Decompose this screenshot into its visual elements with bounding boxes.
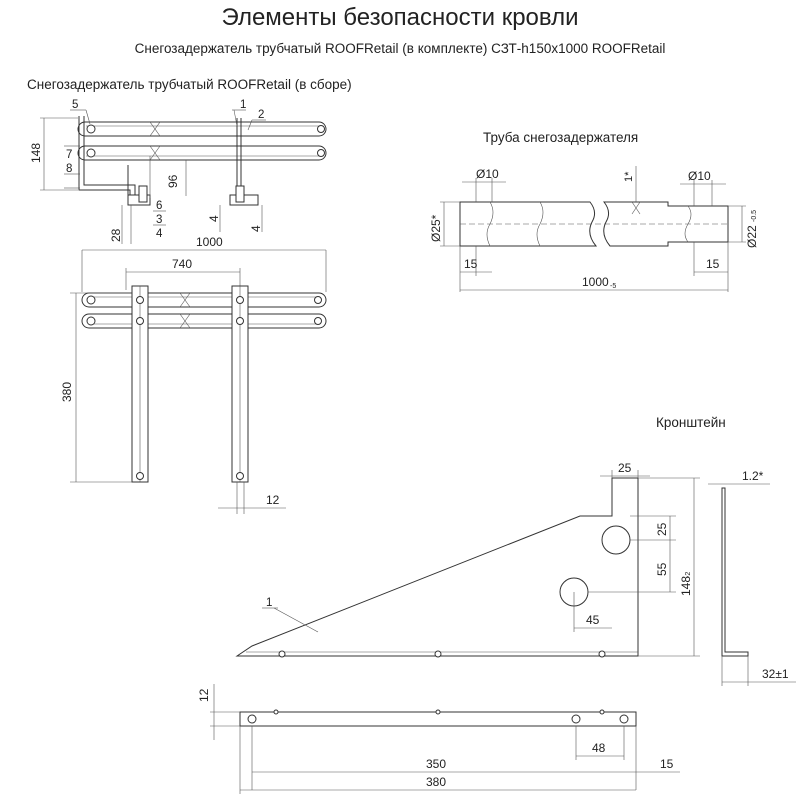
dim-label: 1.2* [742,469,764,483]
dim-label: 380 [60,382,74,402]
pipe-drawing: Ø10 Ø10 1* Ø25* Ø22 -0.5 15 15 1000 -5 [429,166,759,292]
callout-label: 8 [66,163,72,175]
callout-label: 5 [72,99,78,111]
dim-label: 48 [592,741,606,755]
dim-label: 15 [706,257,720,271]
assembly-top-view: 1000 740 380 12 [60,235,327,514]
bracket-plate [235,477,639,657]
callout-label: 6 [156,200,162,212]
top-pipe-lower [81,313,327,329]
dim-label: 350 [426,757,446,771]
dim-label: Ø25* [429,214,443,242]
section-title-assembly: Снегозадержатель трубчатый ROOFRetail (в… [27,77,352,92]
callout-label: 7 [66,149,72,161]
dim-tolerance: -2 [685,572,692,578]
bracket-side-profile [721,487,749,657]
dim-label: 25 [655,522,669,536]
dim-label: 148 [679,576,693,596]
dim-label: 55 [655,562,669,576]
dim-label: 4 [249,225,263,232]
dim-label: 12 [266,493,280,507]
bracket-drawing: 1 25 25 55 148 -2 45 1.2* 32±1 [197,461,796,794]
dim-label: 15 [464,257,478,271]
dim-label: 1* [623,171,635,182]
dim-tolerance: -0.5 [751,210,758,222]
dim-label: 32±1 [762,667,789,681]
section-title-bracket: Кронштейн [656,415,726,430]
bracket-hole-upper [601,525,631,555]
dim-label: 15 [660,757,674,771]
side-pipe-upper [77,121,327,137]
bolt-head [86,148,96,158]
pipe-body-right [602,201,729,247]
callout-label: 2 [258,109,264,121]
dim-label: 25 [618,461,632,475]
side-pipe-lower [77,145,327,161]
dim-label: Ø22 [745,225,759,248]
dim-label: 12 [197,688,211,702]
dim-label: 380 [426,775,446,789]
callout-label: 1 [266,597,272,609]
dim-tolerance: -5 [610,283,616,290]
dim-label: 148 [29,143,43,163]
callout-label: 3 [156,214,162,226]
callout-label: 1 [240,99,246,111]
dim-label: 740 [172,257,192,271]
dim-label: Ø10 [476,167,499,181]
page-subtitle: Снегозадержатель трубчатый ROOFRetail (в… [134,41,666,56]
top-pipe-upper [81,292,327,308]
assembly-side-view: 148 96 28 4 4 5 1 2 7 8 6 3 4 [29,99,327,244]
dim-label: 28 [109,228,123,242]
bolt-head [86,124,96,134]
dim-label: 1000 [196,235,223,249]
section-title-pipe: Труба снегозадержателя [483,130,639,145]
dim-label: 1000 [582,275,609,289]
dim-label: Ø10 [688,169,711,183]
dim-label: 96 [166,174,180,188]
dim-label: 45 [586,613,600,627]
page-title: Элементы безопасности кровли [221,4,579,31]
dim-label: 4 [207,215,221,222]
callout-label: 4 [156,228,163,240]
